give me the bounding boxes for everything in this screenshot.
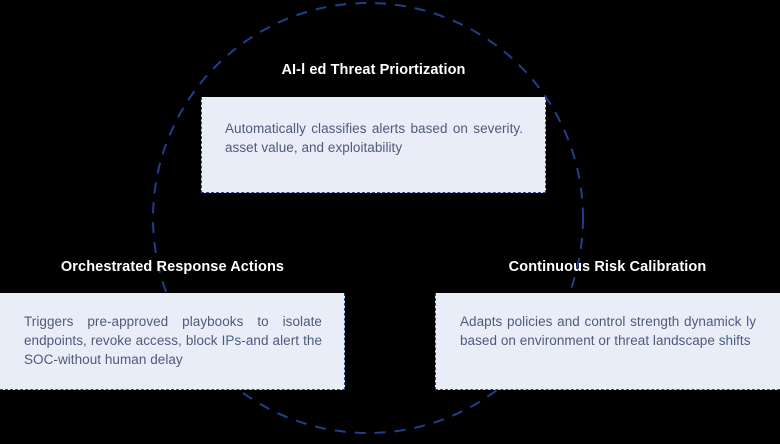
card-ai-led-threat-prioritization[interactable]: AI-l ed Threat Priortization Automatical… [201, 42, 546, 193]
card-right-description: Adapts policies and control strength dyn… [460, 314, 756, 348]
card-left-title: Orchestrated Response Actions [60, 258, 285, 275]
card-right-header: Continuous Risk Calibration [435, 240, 780, 293]
card-left-header: Orchestrated Response Actions [0, 240, 345, 293]
card-continuous-risk-calibration[interactable]: Continuous Risk Calibration Adapts polic… [435, 240, 780, 390]
card-left-description: Triggers pre-approved playbooks to isola… [24, 314, 322, 367]
card-top-body: Automatically classifies alerts based on… [201, 97, 546, 193]
card-top-title: AI-l ed Threat Priortization [281, 61, 466, 78]
card-left-body: Triggers pre-approved playbooks to isola… [0, 293, 345, 390]
card-top-header: AI-l ed Threat Priortization [201, 42, 546, 97]
card-right-body: Adapts policies and control strength dyn… [435, 293, 780, 390]
card-top-description: Automatically classifies alerts based on… [225, 121, 523, 155]
card-right-title: Continuous Risk Calibration [508, 258, 707, 275]
card-orchestrated-response-actions[interactable]: Orchestrated Response Actions Triggers p… [0, 240, 345, 390]
